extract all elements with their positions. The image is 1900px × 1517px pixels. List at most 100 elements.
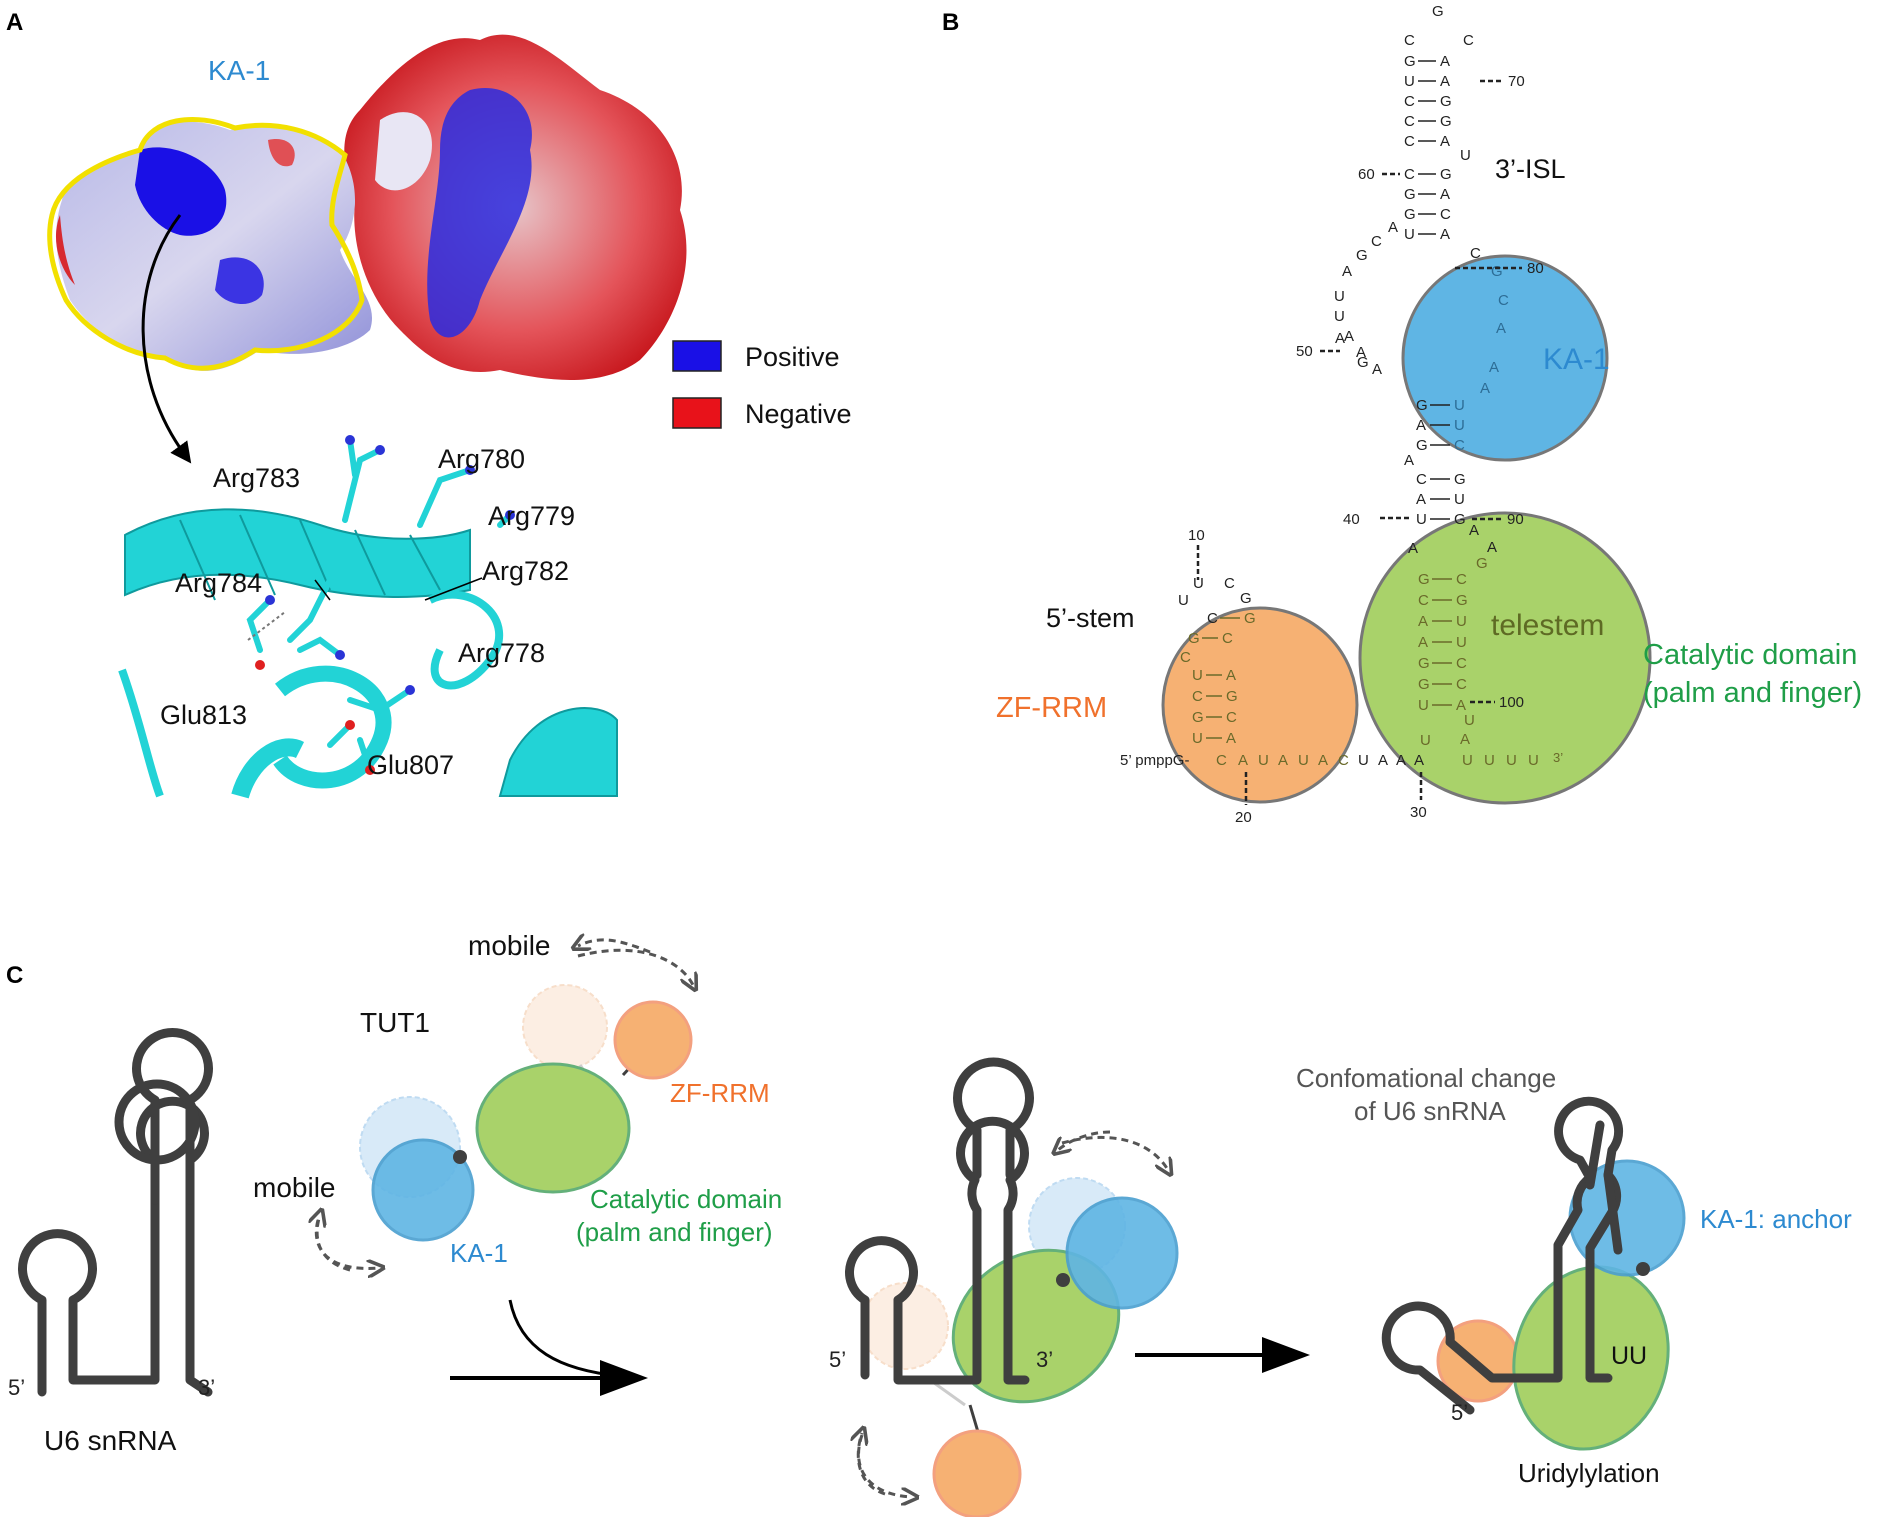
num-70: 70 xyxy=(1508,73,1525,90)
num-10: 10 xyxy=(1188,527,1205,544)
svg-text:U: U xyxy=(1416,511,1427,528)
uridylylation-label: Uridylylation xyxy=(1518,1458,1660,1488)
u6-3prime: 3’ xyxy=(198,1375,215,1400)
conf-change-2: of U6 snRNA xyxy=(1354,1096,1506,1126)
svg-text:A: A xyxy=(1408,540,1418,557)
svg-text:U: U xyxy=(1298,752,1309,769)
svg-text:A: A xyxy=(1278,752,1288,769)
isl-label: 3’-ISL xyxy=(1495,154,1566,184)
svg-text:G: G xyxy=(1454,471,1466,488)
svg-text:G: G xyxy=(1418,571,1430,588)
svg-text:U: U xyxy=(1456,613,1467,630)
svg-text:A: A xyxy=(1480,380,1490,397)
catalytic-label-b-1: Catalytic domain xyxy=(1643,639,1857,671)
mobile-arrow-3b xyxy=(1058,1130,1111,1150)
svg-text:A: A xyxy=(1226,730,1236,747)
svg-text:C: C xyxy=(1226,709,1237,726)
svg-text:U: U xyxy=(1334,308,1345,325)
svg-text:G: G xyxy=(1456,592,1468,609)
num-20: 20 xyxy=(1235,809,1252,826)
svg-text:G: G xyxy=(1404,206,1416,223)
num-50: 50 xyxy=(1296,343,1313,360)
ka1-label-c: KA-1 xyxy=(450,1238,508,1268)
mobile-arrow-3 xyxy=(1061,1136,1168,1170)
num-100: 100 xyxy=(1499,694,1524,711)
svg-text:U: U xyxy=(1454,491,1465,508)
svg-text:C: C xyxy=(1371,233,1382,250)
legend-label-negative: Negative xyxy=(745,399,852,429)
svg-text:U: U xyxy=(1404,226,1415,243)
step-arrow-2-head xyxy=(1262,1337,1310,1373)
mobile-arrow-2b xyxy=(317,1215,351,1272)
final-complex xyxy=(1381,1096,1686,1451)
svg-text:A: A xyxy=(1226,667,1236,684)
zfrrm-label-c: ZF-RRM xyxy=(670,1078,770,1108)
svg-text:G: G xyxy=(1244,610,1256,627)
svg-text:A: A xyxy=(1487,539,1497,556)
svg-text:A: A xyxy=(1418,613,1428,630)
svg-text:C: C xyxy=(1216,752,1227,769)
residue-arg779: Arg779 xyxy=(488,501,575,531)
svg-text:C: C xyxy=(1224,575,1235,592)
svg-text:U: U xyxy=(1358,752,1369,769)
svg-text:G: G xyxy=(1416,397,1428,414)
u6-snrna-lines xyxy=(132,1028,213,1205)
svg-text:U: U xyxy=(1193,575,1204,592)
svg-text:G: G xyxy=(1356,247,1368,264)
residue-arg778: Arg778 xyxy=(458,638,545,668)
svg-text:U: U xyxy=(1420,732,1431,749)
panel-label-c: C xyxy=(6,962,23,989)
svg-text:A: A xyxy=(1378,752,1388,769)
num-80: 80 xyxy=(1527,260,1544,277)
num-60: 60 xyxy=(1358,166,1375,183)
svg-text:G: G xyxy=(1476,555,1488,572)
catalytic-label-b-2: (palm and finger) xyxy=(1643,677,1862,709)
svg-text:U: U xyxy=(1178,592,1189,609)
telestem-label: telestem xyxy=(1491,609,1604,642)
svg-text:U: U xyxy=(1462,752,1473,769)
complex-5prime: 5’ xyxy=(829,1347,846,1372)
svg-text:C: C xyxy=(1456,676,1467,693)
svg-text:G: G xyxy=(1440,166,1452,183)
svg-text:G: G xyxy=(1240,590,1252,607)
mobile-arrow-1 xyxy=(577,948,693,985)
svg-text:U: U xyxy=(1464,712,1475,729)
svg-text:C: C xyxy=(1338,752,1349,769)
cartoon-zoom xyxy=(118,435,618,799)
svg-text:G: G xyxy=(1440,93,1452,110)
svg-text:A: A xyxy=(1388,219,1398,236)
end-3prime-b: 3’ xyxy=(1553,750,1563,765)
rna-domain-circles xyxy=(1161,254,1652,805)
svg-text:C: C xyxy=(1404,133,1415,150)
complex-intermediate xyxy=(845,1057,1179,1517)
num-30: 30 xyxy=(1410,804,1427,821)
svg-text:C: C xyxy=(1404,32,1415,49)
svg-text:U: U xyxy=(1192,667,1203,684)
mobile-arrow-4 xyxy=(857,1434,912,1497)
svg-text:A: A xyxy=(1489,359,1499,376)
svg-text:A: A xyxy=(1440,226,1450,243)
svg-text:C: C xyxy=(1498,292,1509,309)
ka1-anchor-label: KA-1: anchor xyxy=(1700,1204,1852,1234)
residue-arg783: Arg783 xyxy=(213,463,300,493)
svg-text:A: A xyxy=(1460,731,1470,748)
svg-text:C: C xyxy=(1404,93,1415,110)
legend-swatch-negative xyxy=(672,397,722,429)
svg-text:G: G xyxy=(1418,655,1430,672)
zfrrm-label-b: ZF-RRM xyxy=(996,692,1107,724)
mobile-arrow-2 xyxy=(314,1219,378,1268)
zoom-arrow xyxy=(141,214,192,464)
svg-text:G: G xyxy=(1440,113,1452,130)
panel-label-a: A xyxy=(6,9,23,36)
svg-text:A: A xyxy=(1440,73,1450,90)
cap-label: 5’ pmppG- xyxy=(1120,752,1189,769)
svg-text:A: A xyxy=(1318,752,1328,769)
step-arrow-1-head xyxy=(600,1360,648,1396)
num-90: 90 xyxy=(1507,511,1524,528)
svg-text:C: C xyxy=(1456,571,1467,588)
mobile-arrow-1b xyxy=(578,940,651,954)
svg-text:G: G xyxy=(1404,186,1416,203)
stem5-label: 5’-stem xyxy=(1046,603,1135,633)
